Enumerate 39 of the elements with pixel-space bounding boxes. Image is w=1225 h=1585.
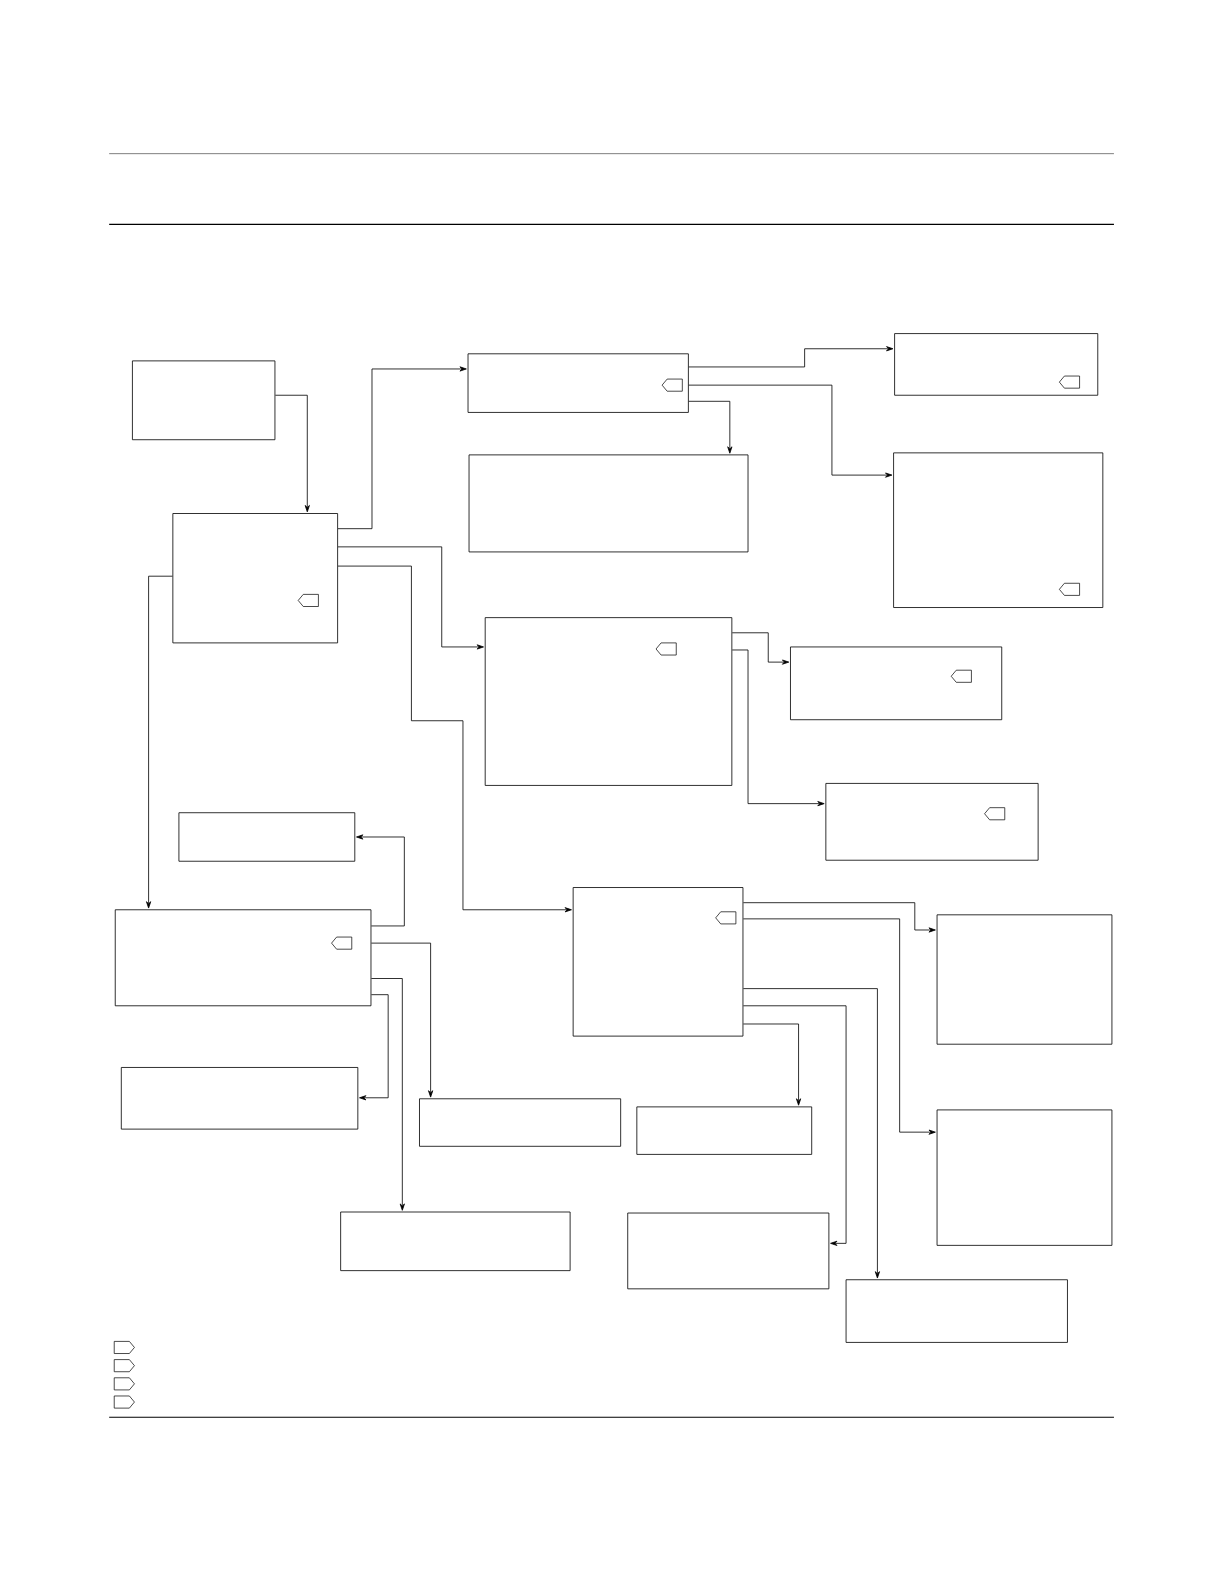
process-box (894, 333, 1099, 396)
process-box (172, 513, 338, 644)
arrow (688, 346, 894, 368)
process-box (936, 1109, 1113, 1246)
process-box (484, 617, 733, 786)
process-box (825, 783, 1039, 861)
arrow (731, 632, 790, 665)
process-box (790, 646, 1003, 721)
arrow (337, 565, 572, 913)
process-box (114, 909, 372, 1007)
arrow (688, 400, 733, 454)
arrow (370, 942, 434, 1098)
arrow (370, 978, 405, 1211)
arrow (688, 384, 893, 478)
process-box (467, 353, 689, 413)
process-box (419, 1098, 621, 1147)
process-box (131, 360, 276, 441)
arrow (274, 394, 310, 513)
process-box (627, 1212, 830, 1290)
process-box (936, 914, 1113, 1045)
arrow (337, 366, 467, 530)
process-box (340, 1211, 571, 1272)
arrow (731, 649, 825, 807)
process-box (468, 454, 749, 553)
arrow (742, 918, 936, 1135)
arrow (356, 834, 405, 927)
arrow (337, 546, 484, 650)
arrow (742, 902, 936, 933)
process-box (178, 812, 356, 862)
process-box (893, 452, 1104, 608)
arrow (742, 988, 880, 1279)
arrow (145, 575, 173, 909)
process-box (120, 1067, 359, 1130)
arrow (359, 994, 389, 1101)
process-box (572, 887, 744, 1037)
process-box (845, 1279, 1068, 1343)
arrow (742, 1023, 802, 1106)
arrow (742, 1005, 847, 1246)
process-box (636, 1106, 813, 1155)
